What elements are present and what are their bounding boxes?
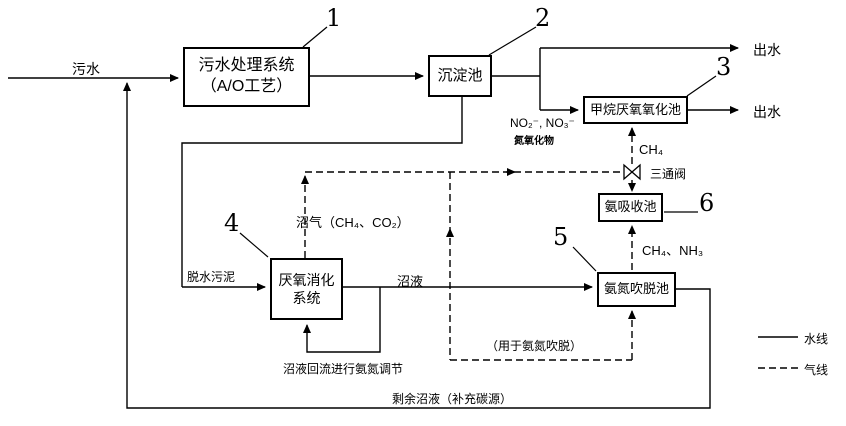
callout-number-2: 2: [535, 4, 551, 32]
callout-number-5: 5: [553, 223, 569, 251]
process-box-label: 沉淀池: [437, 67, 483, 85]
label-biogas: 沼气（CH₄、CO₂）: [296, 215, 410, 230]
process-box-ammonia-absorption: 氨吸收池: [598, 193, 663, 222]
label-influent: 污水: [72, 61, 100, 77]
label-three-way-valve: 三通阀: [650, 167, 687, 181]
label-ch4-nh3: CH₄、NH₃: [642, 243, 704, 258]
label-legend-water: 水线: [804, 332, 829, 346]
label-legend-gas: 气线: [804, 363, 829, 377]
callout-number-3: 3: [716, 53, 732, 81]
callout-number-6: 6: [699, 189, 715, 217]
water-lines: [8, 44, 739, 409]
callout-lines: [239, 26, 717, 272]
process-box-sedimentation: 沉淀池: [428, 55, 492, 97]
three-way-valve-icon: [623, 163, 641, 181]
callout-number-1: 1: [326, 4, 342, 32]
process-box-methane-oxidation: 甲烷厌氧氧化池: [583, 96, 688, 124]
label-for-ammonia-stripping: （用于氨氮吹脱）: [486, 339, 583, 353]
process-box-label: 甲烷厌氧氧化池: [589, 101, 681, 117]
label-residual-digestate: 剩余沼液（补充碳源）: [392, 392, 513, 406]
process-box-anaerobic-digestion: 厌氧消化 系统: [270, 258, 343, 320]
process-box-label: 污水处理系统: [198, 57, 295, 75]
gas-lines: [301, 127, 636, 361]
process-box-label: 系统: [292, 290, 321, 306]
label-effluent-mid: 出水: [753, 104, 781, 120]
label-ch4: CH₄: [639, 142, 664, 157]
process-box-ammonia-stripping: 氨氮吹脱池: [597, 272, 676, 307]
label-digestate-reflux: 沼液回流进行氨氮调节: [283, 362, 404, 376]
process-box-label: 氨吸收池: [604, 199, 657, 215]
label-digestate: 沼液: [397, 274, 424, 289]
label-nitrogen-oxides: 氮氧化物: [514, 136, 554, 147]
label-nitrate: NO₂⁻, NO₃⁻: [510, 116, 575, 130]
process-box-label: （A/O工艺）: [200, 78, 293, 95]
label-effluent-top: 出水: [753, 42, 781, 58]
process-box-sewage-system: 污水处理系统 （A/O工艺）: [183, 47, 310, 107]
process-box-label: 氨氮吹脱池: [603, 281, 669, 297]
callout-number-4: 4: [224, 209, 240, 237]
process-box-label: 厌氧消化: [278, 271, 335, 288]
label-dewatered-sludge: 脱水污泥: [187, 270, 236, 284]
